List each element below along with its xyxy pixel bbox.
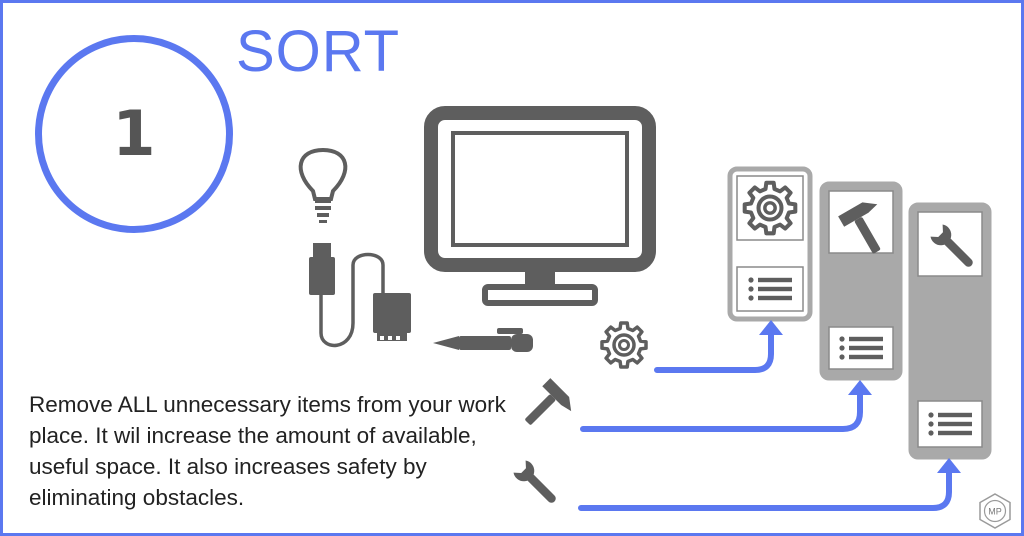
brand-logo-text: MP [988,507,1002,517]
gear-storage-card [727,166,813,322]
wrench-arrowhead [937,458,961,473]
wrench-arrow-line [578,468,952,511]
sort-description: Remove ALL unnecessary items from your w… [29,392,506,510]
hammer-icon [516,378,578,439]
step-number-circle: 1 [35,35,233,233]
sort-illustration [298,106,992,511]
hammer-storage-card [819,181,903,381]
hammer-arrow-line [580,390,863,432]
monitor-icon [424,106,656,306]
lightbulb-icon [298,147,348,223]
wrench-storage-card [908,202,992,460]
pen-icon [433,328,533,352]
brand-logo: MP [975,491,1015,531]
gear-icon [600,321,648,369]
step-title: SORT [236,19,401,84]
gear-arrow-line [654,330,774,373]
usb-cable-icon [309,243,411,348]
hammer-arrowhead [848,380,872,395]
wrench-icon [512,459,562,509]
step-number: 1 [112,97,156,170]
gear-arrowhead [759,320,783,335]
